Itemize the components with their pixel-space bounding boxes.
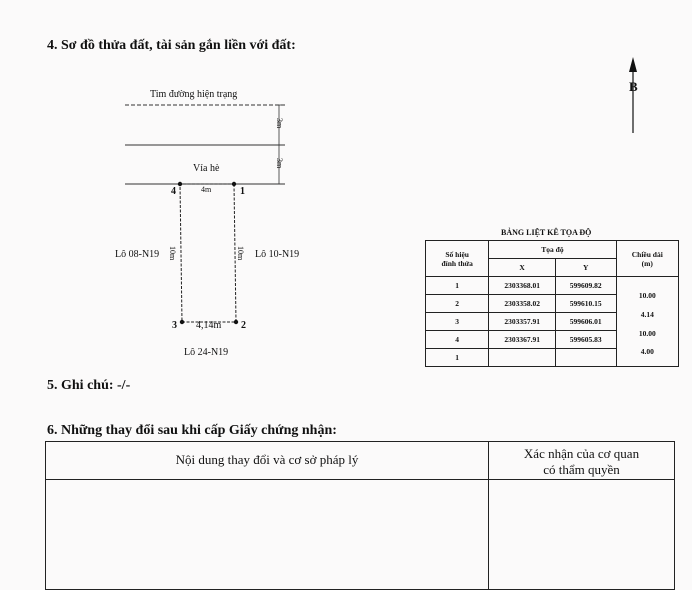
parcel-diagram [125, 57, 637, 325]
changes-table: Nội dung thay đổi và cơ sở pháp lý Xác n… [45, 441, 675, 590]
parcel-outline [179, 183, 237, 323]
header-length: Chiều dài(m) [615, 240, 680, 277]
dim-3m-road: 3m [275, 118, 284, 129]
adjacent-lot-left: Lô 08-N19 [115, 249, 160, 260]
table-row: 1 2303368.01 599609.82 10.00 4.14 10.00 … [424, 276, 680, 367]
vertex-1-marker [231, 181, 237, 187]
section-6-title: 6. Những thay đổi sau khi cấp Giấy chứng… [47, 423, 337, 438]
adjacent-lot-right: Lô 10-N19 [255, 249, 300, 260]
dim-right-length: 10m [236, 246, 245, 261]
header-x: X [488, 258, 556, 277]
changes-content-cell [45, 479, 489, 590]
north-label: B [629, 79, 638, 94]
dim-3m-sidewalk: 3m [275, 158, 284, 169]
north-arrow-head [629, 57, 637, 72]
length-column: 10.00 4.14 10.00 4.00 [615, 276, 680, 367]
vertex-3-label: 3 [172, 320, 177, 331]
vertex-1-label: 1 [240, 186, 245, 197]
coord-table-title: BẢNG LIỆT KÊ TỌA ĐỘ [501, 228, 592, 237]
sidewalk-label: Vỉa hè [193, 163, 220, 174]
vertex-2-label: 2 [241, 320, 246, 331]
vertex-4-marker [177, 181, 183, 187]
table-row: 2 2303358.02 599610.15 [424, 294, 679, 313]
changes-header-content: Nội dung thay đổi và cơ sở pháp lý [45, 441, 489, 480]
adjacent-lot-bottom: Lô 24-N19 [184, 347, 229, 358]
changes-confirmation-cell [488, 479, 675, 590]
dim-left-length: 10m [168, 246, 177, 261]
road-centerline-label: Tim đường hiện trạng [150, 89, 238, 100]
section-4-title: 4. Sơ đồ thửa đất, tài sản gắn liền với … [47, 38, 296, 53]
vertex-4-label: 4 [171, 186, 176, 197]
table-row: 1 [424, 348, 679, 367]
vertex-2-marker [233, 319, 239, 325]
dim-front-width: 4m [201, 185, 212, 194]
header-coords: Tọa độ [488, 240, 617, 259]
vertex-3-marker [179, 319, 185, 325]
header-y: Y [554, 258, 617, 277]
dim-rear-width: 4,14m [196, 320, 222, 331]
section-5-title: 5. Ghi chú: -/- [47, 378, 131, 393]
